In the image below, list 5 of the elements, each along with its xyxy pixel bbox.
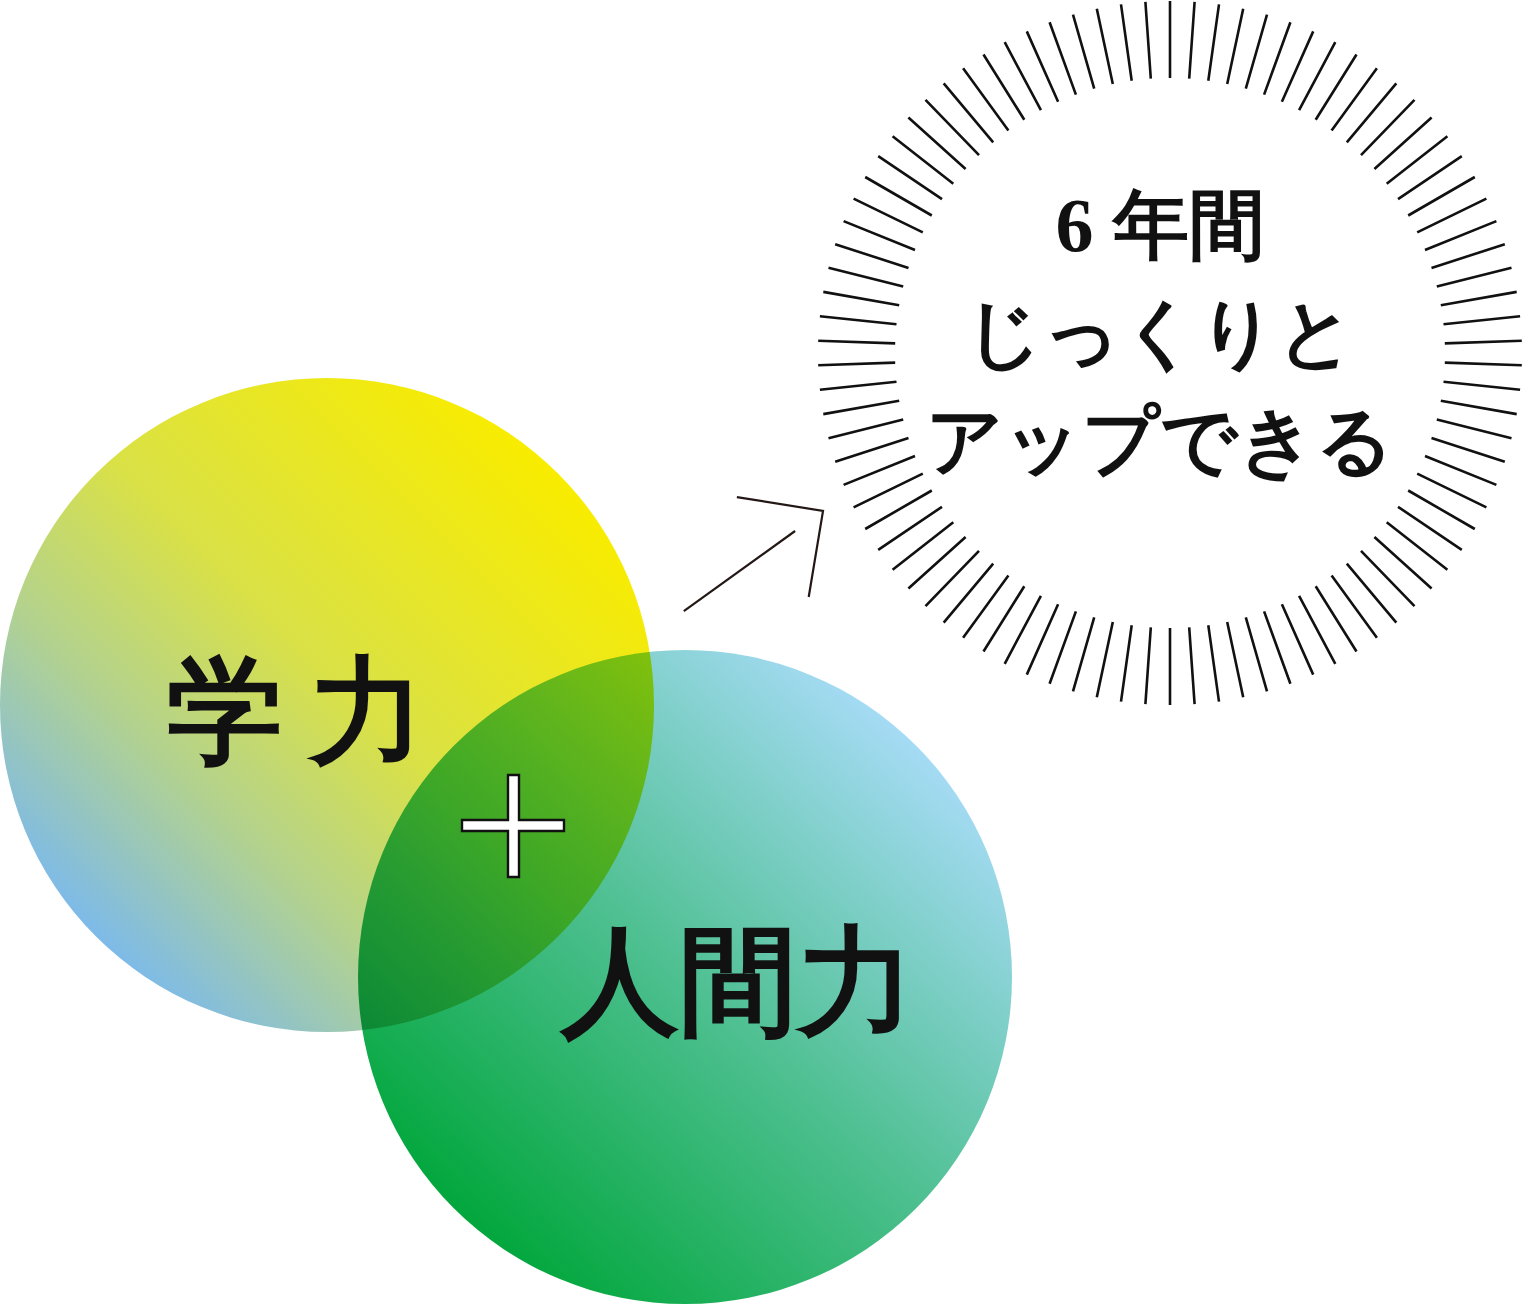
badge-text: 6 年間じっくりとアップできる xyxy=(926,182,1394,485)
circle-label: 学力 xyxy=(166,654,451,770)
sunburst-badge xyxy=(818,0,1522,706)
arrow xyxy=(683,496,825,612)
circle-label: 人間力 xyxy=(561,924,915,1042)
